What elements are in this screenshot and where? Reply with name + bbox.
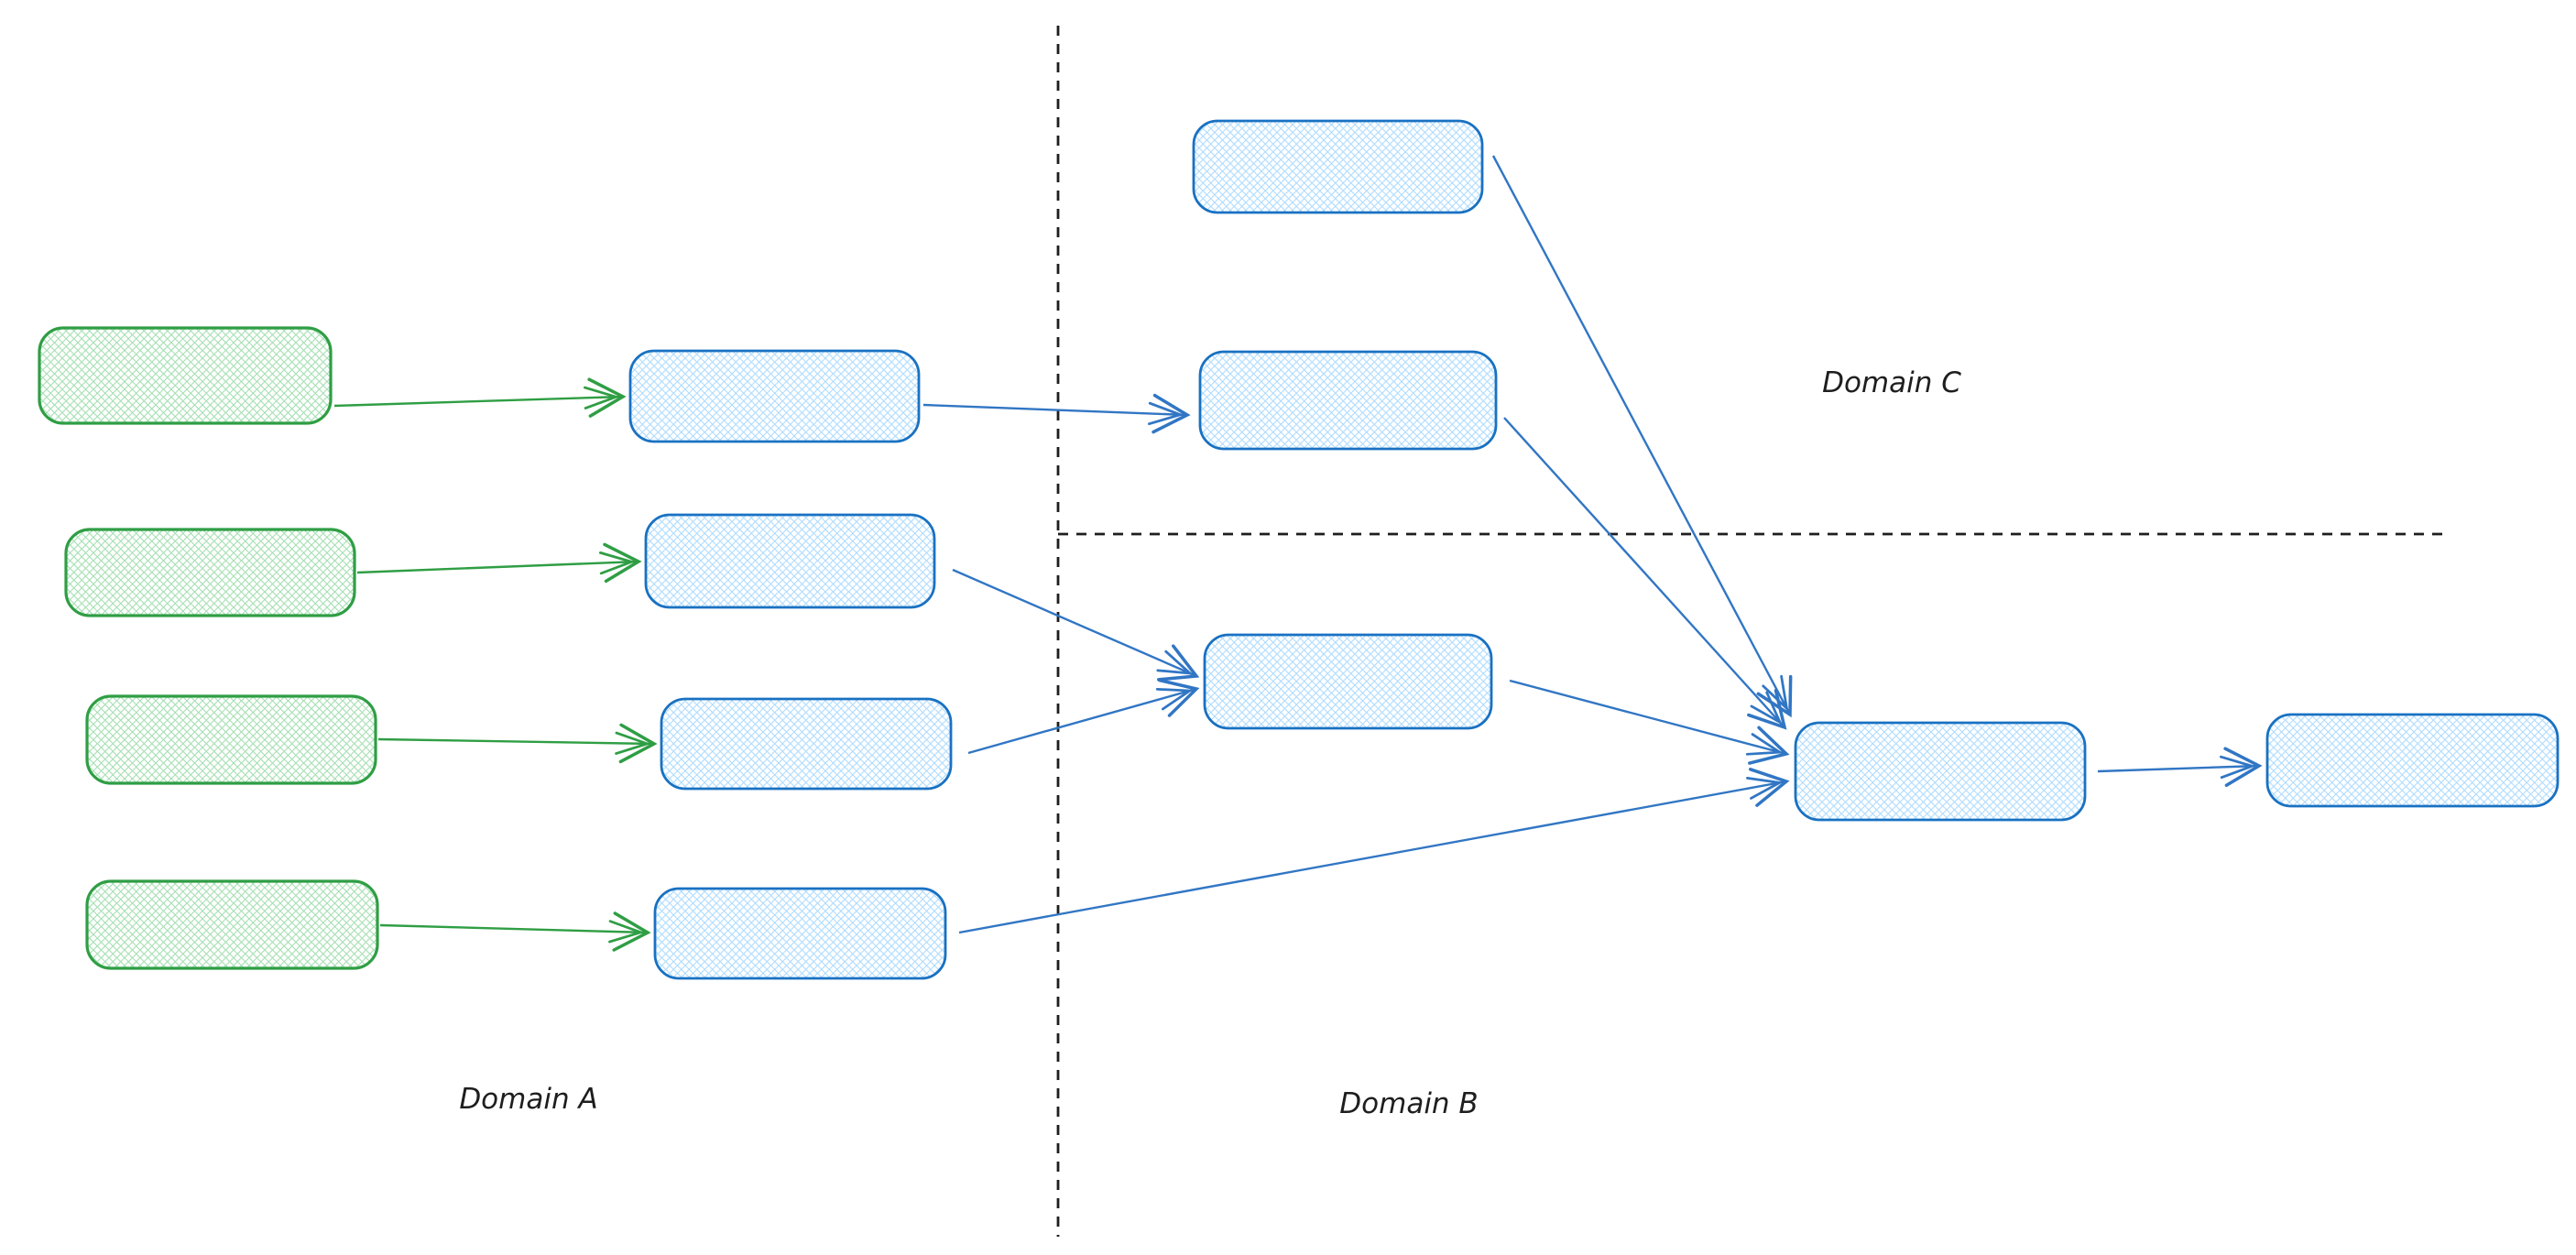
node-c1 <box>1794 721 2087 822</box>
node-b3 <box>1203 633 1493 730</box>
node-a1 <box>38 326 333 425</box>
node-a3 <box>85 694 377 785</box>
edge-p3-b3 <box>967 678 1200 755</box>
edge-a1-p1 <box>333 377 627 418</box>
edge-p4-c1 <box>958 768 1790 934</box>
node-a4 <box>85 879 379 970</box>
node-p3 <box>660 697 953 791</box>
label-domain-b: Domain B <box>1339 1087 1478 1120</box>
edge-b3-c1 <box>1509 679 1790 765</box>
node-a2 <box>64 528 356 617</box>
node-p2 <box>644 513 936 609</box>
label-domain-a: Domain A <box>459 1083 597 1116</box>
edge-p1-b2 <box>922 393 1191 434</box>
node-c2 <box>2265 713 2560 808</box>
edge-c1-c2 <box>2097 747 2263 787</box>
node-p1 <box>628 349 921 443</box>
edge-a4-p4 <box>379 911 651 952</box>
edge-a3-p3 <box>377 723 658 764</box>
edge-bt-c1 <box>1491 155 1793 718</box>
edge-p2-b3 <box>952 568 1200 682</box>
node-p4 <box>653 887 947 980</box>
edge-b2-c1 <box>1503 417 1787 730</box>
edge-a2-p2 <box>356 542 642 584</box>
label-domain-c: Domain C <box>1822 366 1961 399</box>
node-bt <box>1192 119 1484 214</box>
node-b2 <box>1198 350 1498 451</box>
